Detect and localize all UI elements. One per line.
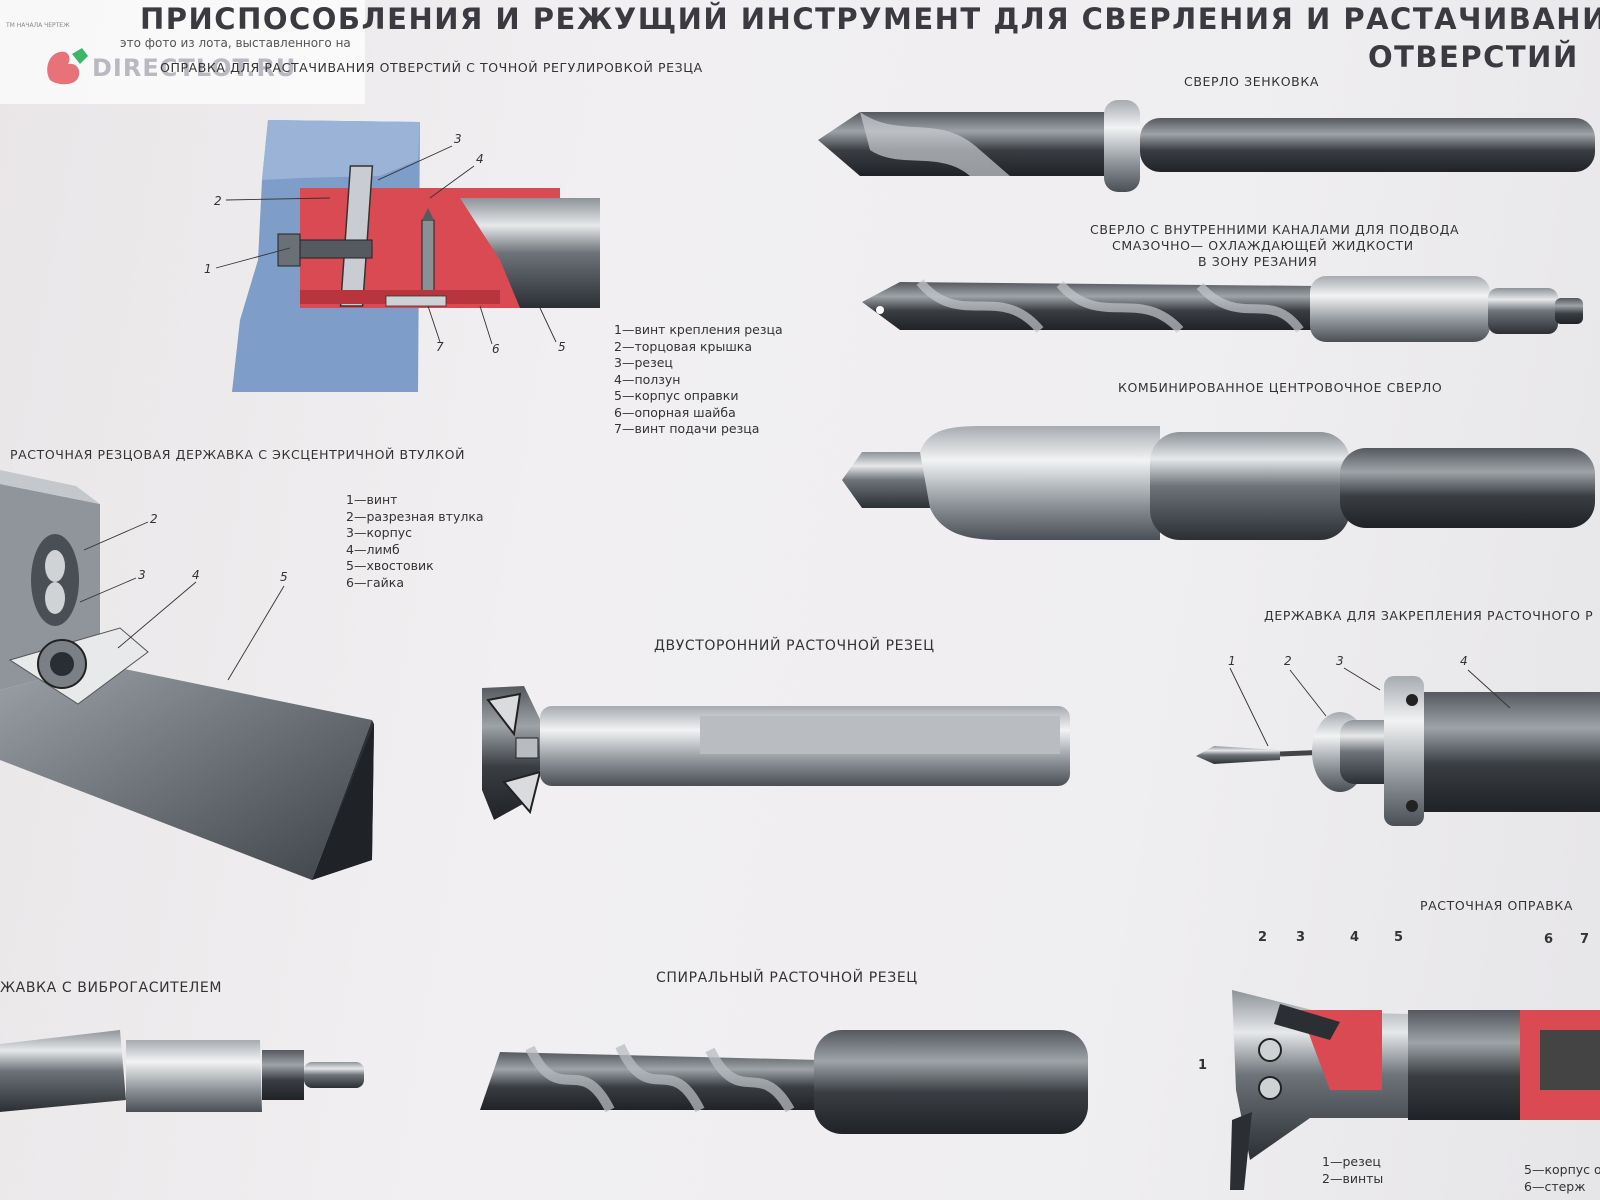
countersink-drill-illustration <box>818 100 1595 192</box>
spiral-cutter-illustration <box>480 1030 1088 1134</box>
boring-bar-caption: РАСТОЧНАЯ ОПРАВКА <box>1420 898 1573 913</box>
legend-item: 4—лимб <box>346 541 400 557</box>
legend-item: 2—разрезная втулка <box>346 508 484 524</box>
legend-item: 5—хвостовик <box>346 558 434 573</box>
center-drill-caption: КОМБИНИРОВАННОЕ ЦЕНТРОВОЧНОЕ СВЕРЛО <box>1118 380 1443 395</box>
eccentric-callout-2: 2 <box>150 512 158 526</box>
mandrel-callout-7: 7 <box>436 340 444 354</box>
boring-bar-legend-left: 1—резец 2—винты <box>1322 1154 1383 1187</box>
legend-item: 6—опорная шайба <box>614 404 736 420</box>
watermark-notice: это фото из лота, выставленного на <box>120 36 351 50</box>
boring-bar-callout-2: 2 <box>1258 930 1268 945</box>
boring-bar-callout-3: 3 <box>1296 930 1306 945</box>
legend-item: 7—винт подачи резца <box>614 421 760 436</box>
bore-holder-callout-1: 1 <box>1228 654 1236 668</box>
watermark-brand: DIRECTLOT.RU <box>92 54 297 82</box>
eccentric-holder-legend: 1—винт 2—разрезная втулка 3—корпус 4—лим… <box>346 492 484 591</box>
mandrel-precise-illustration <box>215 120 600 392</box>
mandrel-callout-1: 1 <box>204 262 212 276</box>
coolant-drill-illustration <box>862 276 1583 342</box>
bore-holder-illustration <box>1196 667 1600 826</box>
legend-item: 2—винты <box>1322 1170 1384 1186</box>
double-cutter-caption: ДВУСТОРОННИЙ РАСТОЧНОЙ РЕЗЕЦ <box>654 638 935 654</box>
boring-bar-callout-5: 5 <box>1394 930 1404 945</box>
watermark-tiny-text: ТМ НАЧАЛА ЧЕРТЕЖ <box>6 22 70 29</box>
squirrel-logo-icon <box>47 48 88 85</box>
coolant-drill-caption-line3: В ЗОНУ РЕЗАНИЯ <box>1198 254 1318 269</box>
eccentric-callout-3: 3 <box>138 568 146 582</box>
eccentric-holder-illustration <box>0 470 374 880</box>
legend-item: 4—ползун <box>614 371 681 387</box>
legend-item: 6—гайка <box>346 574 405 590</box>
legend-item: 6—стерж <box>1524 1178 1586 1194</box>
bore-holder-callout-3: 3 <box>1336 654 1344 668</box>
boring-bar-legend-right: 5—корпус о 6—стерж <box>1524 1162 1600 1195</box>
boring-bar-callout-4: 4 <box>1350 930 1360 945</box>
eccentric-callout-5: 5 <box>280 570 288 584</box>
mandrel-callout-6: 6 <box>492 342 500 356</box>
coolant-drill-caption-line2: СМАЗОЧНО— ОХЛАЖДАЮЩЕЙ ЖИДКОСТИ <box>1112 238 1414 253</box>
bore-holder-callout-4: 4 <box>1460 654 1468 668</box>
coolant-drill-caption-line1: СВЕРЛО С ВНУТРЕННИМИ КАНАЛАМИ ДЛЯ ПОДВОД… <box>1090 222 1460 237</box>
mandrel-callout-5: 5 <box>558 340 566 354</box>
vibration-holder-illustration <box>0 1030 364 1112</box>
poster-title: ПРИСПОСОБЛЕНИЯ И РЕЖУЩИЙ ИНСТРУМЕНТ ДЛЯ … <box>140 2 1600 36</box>
legend-item: 1—винт крепления резца <box>614 322 783 337</box>
vibration-holder-caption: ЖАВКА С ВИБРОГАСИТЕЛЕМ <box>0 980 223 996</box>
legend-item: 5—корпус оправки <box>614 388 739 403</box>
mandrel-precise-legend: 1—винт крепления резца 2—торцовая крышка… <box>614 322 783 438</box>
poster-title-line2: ОТВЕРСТИЙ <box>1368 40 1579 74</box>
legend-item: 2—торцовая крышка <box>614 338 752 354</box>
legend-item: 1—резец <box>1322 1154 1381 1169</box>
countersink-drill-caption: СВЕРЛО ЗЕНКОВКА <box>1184 74 1319 89</box>
mandrel-callout-2: 2 <box>214 194 222 208</box>
mandrel-callout-3: 3 <box>454 132 462 146</box>
bore-holder-callout-2: 2 <box>1284 654 1292 668</box>
legend-item: 3—корпус <box>346 525 413 540</box>
eccentric-callout-4: 4 <box>192 568 200 582</box>
mandrel-callout-4: 4 <box>476 152 484 166</box>
boring-bar-callout-7: 7 <box>1580 932 1590 947</box>
legend-item: 3—резец <box>614 355 673 370</box>
boring-bar-callout-1: 1 <box>1198 1058 1208 1073</box>
spiral-cutter-caption: СПИРАЛЬНЫЙ РАСТОЧНОЙ РЕЗЕЦ <box>656 970 918 986</box>
boring-bar-callout-6: 6 <box>1544 932 1554 947</box>
legend-item: 5—корпус о <box>1524 1162 1600 1177</box>
bore-holder-caption: ДЕРЖАВКА ДЛЯ ЗАКРЕПЛЕНИЯ РАСТОЧНОГО Р <box>1264 608 1594 623</box>
mandrel-precise-caption: ОПРАВКА ДЛЯ РАСТАЧИВАНИЯ ОТВЕРСТИЙ С ТОЧ… <box>160 60 703 75</box>
center-drill-illustration <box>842 425 1595 540</box>
eccentric-holder-caption: РАСТОЧНАЯ РЕЗЦОВАЯ ДЕРЖАВКА С ЭКСЦЕНТРИЧ… <box>10 447 466 462</box>
boring-bar-illustration <box>1230 990 1600 1190</box>
double-cutter-illustration <box>482 686 1070 820</box>
legend-item: 1—винт <box>346 492 398 507</box>
